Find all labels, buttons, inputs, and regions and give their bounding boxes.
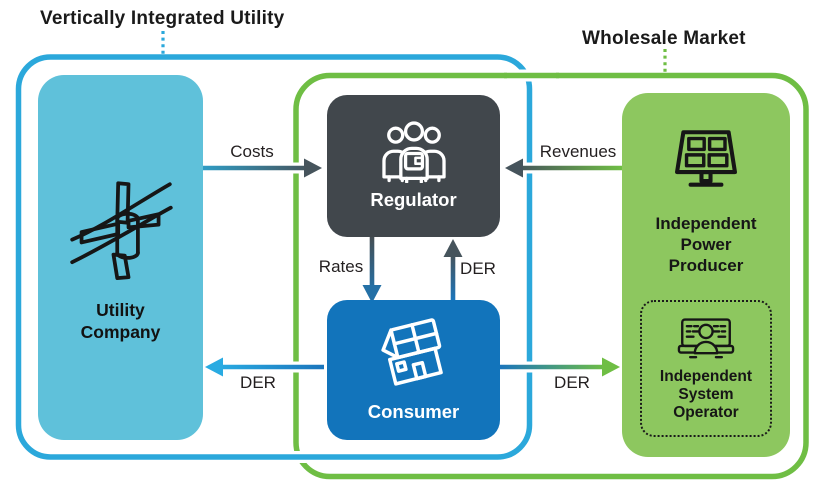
revenues-flow-label: Revenues	[539, 142, 617, 161]
independent-system-operator-label: Independent System Operator	[659, 367, 753, 422]
der-right-arrow	[500, 357, 620, 377]
der-left-arrow	[205, 357, 324, 377]
regulator-label: Regulator	[370, 188, 457, 210]
der-to-wholesale-flow-label: DER	[554, 373, 590, 392]
node-consumer: Consumer	[327, 300, 500, 440]
region-title-wholesale-market: Wholesale Market	[582, 28, 746, 49]
independent-power-producer-label: Independent Power Producer	[655, 214, 757, 276]
rates-flow-label: Rates	[318, 257, 364, 276]
region-title-vertically-integrated-utility: Vertically Integrated Utility	[40, 8, 285, 29]
der-to-utility-flow-label: DER	[240, 373, 276, 392]
node-independent-power-producer: Independent Power Producer Independent S…	[622, 93, 790, 457]
vertically-integrated-utility-boundary	[15, 54, 533, 460]
regulator-people-icon	[381, 121, 446, 183]
utility-company-label: Utility Company	[80, 299, 161, 342]
consumer-label: Consumer	[367, 400, 460, 422]
control-room-icon	[677, 317, 735, 358]
utility-pole-icon	[69, 181, 173, 280]
solar-panel-icon	[675, 130, 737, 187]
node-independent-system-operator: Independent System Operator	[640, 300, 772, 437]
rates-arrow	[362, 237, 382, 303]
costs-flow-label: Costs	[230, 142, 274, 161]
costs-arrow	[203, 158, 322, 178]
der-up-arrow	[443, 239, 463, 300]
node-utility-company: Utility Company	[38, 75, 203, 440]
solar-house-icon	[380, 318, 443, 386]
revenues-arrow	[505, 158, 622, 178]
der-to-regulator-flow-label: DER	[460, 259, 496, 278]
node-regulator: Regulator	[327, 95, 500, 237]
